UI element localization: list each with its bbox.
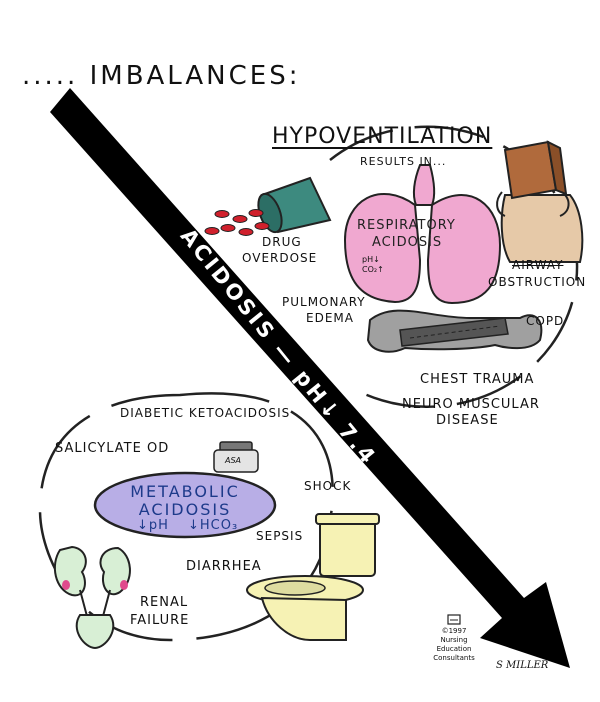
drug-overdose-line2: OVERDOSE bbox=[242, 251, 318, 265]
pulmonary-edema-line1: PULMONARY bbox=[282, 295, 366, 309]
copyright-line2: Nursing bbox=[440, 636, 468, 644]
chest-trauma-body bbox=[366, 309, 543, 353]
metabolic-ph: ↓pH bbox=[137, 518, 169, 533]
lungs-title-line2: ACIDOSIS bbox=[372, 235, 443, 250]
artist-signature: S MILLER bbox=[496, 660, 549, 671]
results-in-label: RESULTS IN... bbox=[360, 155, 447, 168]
copyright-line1: ©1997 bbox=[441, 627, 467, 635]
metabolic-hco3: ↓HCO₃ bbox=[188, 518, 239, 533]
renal-failure-line1: RENAL bbox=[140, 595, 189, 610]
toilet-illustration bbox=[246, 513, 380, 641]
shock-label: SHOCK bbox=[304, 479, 352, 493]
copyright-line3: Education bbox=[436, 645, 472, 653]
airway-label-line1: AIRWAY bbox=[512, 258, 564, 272]
hypoventilation-heading: HYPOVENTILATION bbox=[272, 124, 493, 149]
metabolic-title-line1: METABOLIC bbox=[130, 482, 240, 501]
pills bbox=[204, 209, 270, 236]
metabolic-cycle-arc bbox=[38, 392, 335, 642]
lungs-title-line1: RESPIRATORY bbox=[357, 218, 456, 233]
pill-cup-illustration bbox=[257, 176, 332, 234]
sepsis-label: SEPSIS bbox=[256, 529, 304, 543]
airway-obstruction-person bbox=[496, 140, 584, 263]
neuro-muscular-line1: NEURO MUSCULAR bbox=[402, 397, 540, 412]
drug-overdose-line1: DRUG bbox=[262, 235, 302, 249]
salicylate-od-label: SALICYLATE OD bbox=[55, 441, 170, 456]
page-title: ..... IMBALANCES: bbox=[22, 61, 301, 91]
kidney-illustration bbox=[53, 545, 131, 650]
copyright-line4: Consultants bbox=[433, 654, 475, 662]
metabolic-oval bbox=[93, 471, 277, 539]
diarrhea-label: DIARRHEA bbox=[186, 559, 262, 574]
publisher-logo bbox=[447, 614, 461, 625]
pulmonary-edema-line2: EDEMA bbox=[306, 311, 354, 325]
lungs-ph: pH↓ bbox=[362, 255, 380, 264]
metabolic-title-line2: ACIDOSIS bbox=[138, 500, 232, 519]
asa-label: ASA bbox=[225, 456, 242, 465]
acidosis-arrow bbox=[50, 88, 570, 668]
airway-label-line2: OBSTRUCTION bbox=[488, 275, 587, 289]
diabetic-ketoacidosis-label: DIABETIC KETOACIDOSIS bbox=[120, 406, 291, 420]
lungs-co2: CO₂↑ bbox=[362, 265, 384, 274]
lungs-illustration bbox=[343, 164, 502, 305]
chest-trauma-label: CHEST TRAUMA bbox=[420, 372, 535, 387]
asa-bottle bbox=[213, 441, 259, 473]
copd-label: COPD bbox=[526, 314, 565, 328]
neuro-muscular-line2: DISEASE bbox=[436, 413, 499, 428]
renal-failure-line2: FAILURE bbox=[130, 613, 190, 628]
